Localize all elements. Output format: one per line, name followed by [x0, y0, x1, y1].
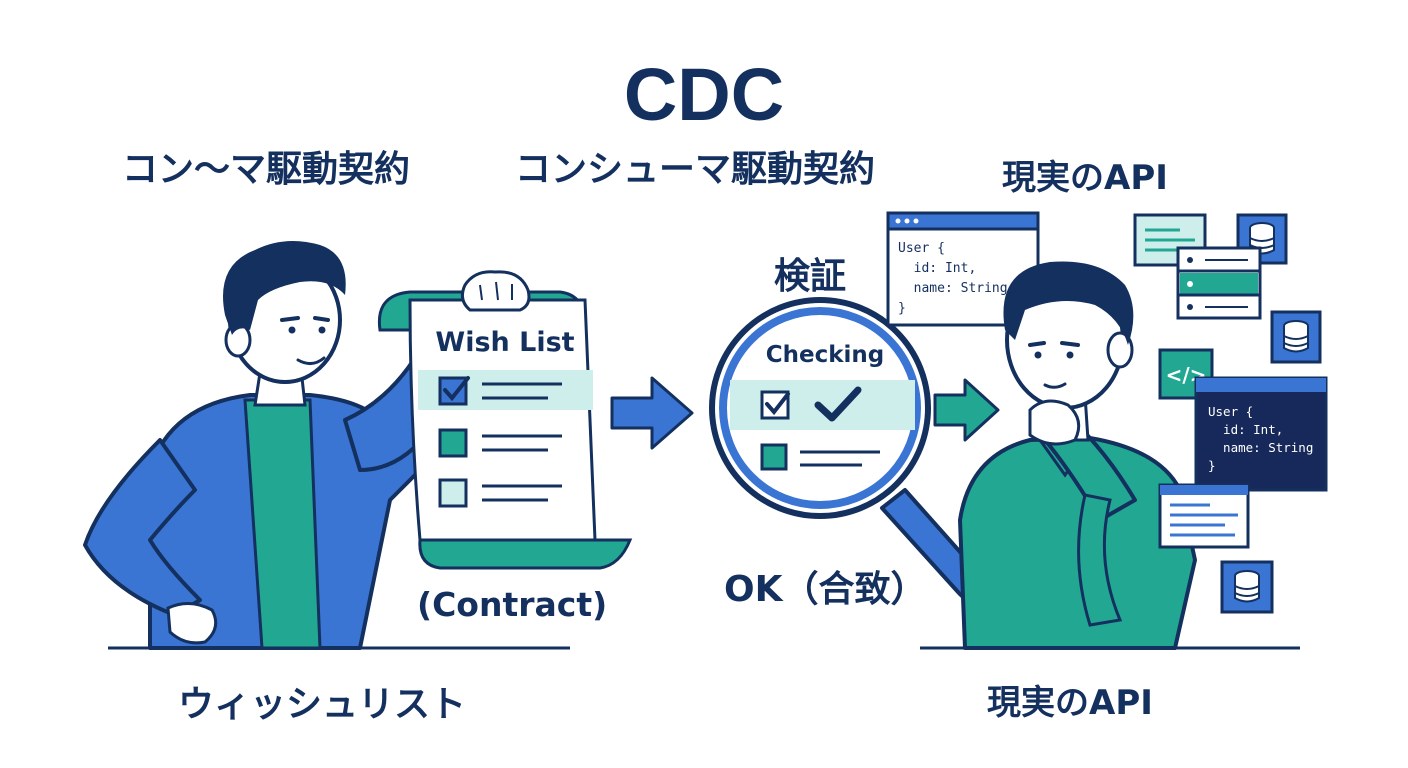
- wish-list-checkbox-teal: [438, 428, 468, 458]
- code-line-2: id: Int,: [898, 261, 976, 276]
- right-person: [958, 261, 1197, 650]
- dark-code-panel: User { id: Int, name: String }: [1194, 376, 1328, 492]
- code-line-3: name: String: [898, 281, 1008, 296]
- arrow-right-icon: [610, 376, 694, 450]
- magnifier: Checking: [709, 297, 992, 603]
- wish-list-title: Wish List: [435, 327, 574, 358]
- dark-code-line-1: User {: [1208, 404, 1253, 419]
- center-heading: コンシューマ駆動契約: [515, 149, 876, 190]
- contract-label: (Contract): [417, 585, 608, 624]
- server-icon: [1176, 246, 1262, 320]
- api-bottom-label: 現実のAPI: [987, 683, 1153, 723]
- left-heading: コン〜マ駆動契約: [122, 149, 411, 190]
- document-icon-bottom: [1158, 483, 1250, 549]
- database-icon-3: [1220, 560, 1274, 614]
- left-person: [83, 241, 467, 650]
- wish-list-checkbox-empty: [438, 478, 468, 508]
- wish-list-scroll: Wish List: [377, 270, 633, 570]
- diagram-title: CDC: [623, 53, 785, 136]
- dark-code-line-2: id: Int,: [1208, 422, 1283, 437]
- database-icon-2: [1270, 310, 1322, 364]
- verify-label: 検証: [774, 256, 847, 297]
- check-mark-icon: [814, 386, 862, 422]
- ok-label: OK（合致）: [724, 569, 927, 610]
- dark-code-line-3: name: String: [1208, 440, 1313, 455]
- code-line-1: User {: [898, 241, 945, 256]
- dark-code-line-4: }: [1208, 458, 1216, 473]
- right-heading: 現実のAPI: [1002, 158, 1168, 198]
- arrow-right-teal-icon: [933, 378, 1000, 442]
- code-line-4: }: [898, 301, 906, 316]
- magnifier-title: Checking: [766, 342, 885, 368]
- wishlist-label: ウィッシュリスト: [178, 684, 467, 725]
